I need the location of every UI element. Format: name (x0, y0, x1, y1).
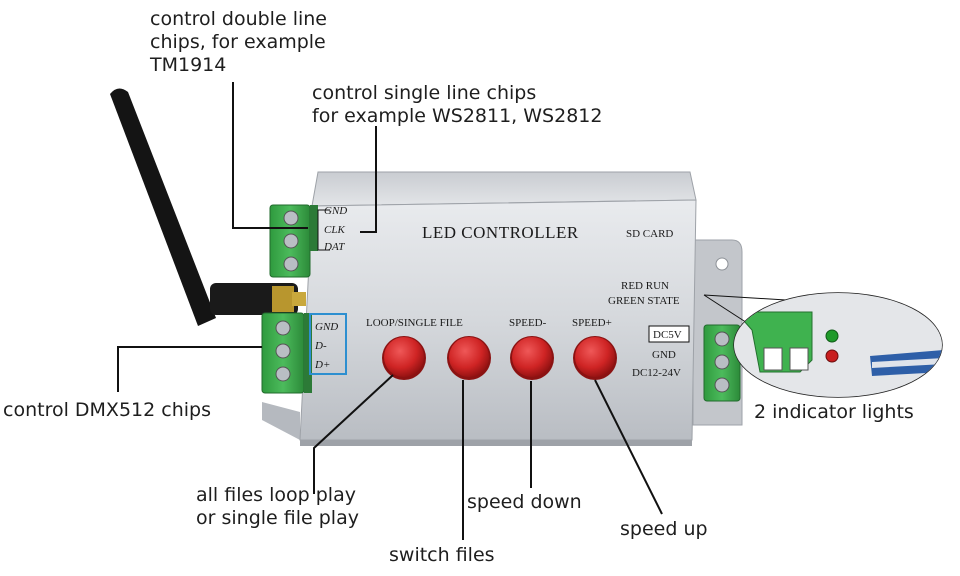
button-speed-up[interactable] (573, 336, 617, 380)
red-led-icon (825, 349, 839, 363)
green-led-icon (825, 329, 839, 343)
leader-speed-up (594, 379, 663, 515)
annotation-switch: switch files (389, 544, 495, 566)
terminal-label-gnd: GND (324, 205, 348, 217)
button-label-loop: LOOP/SINGLE FILE (366, 317, 463, 329)
terminal-label-clk: CLK (324, 224, 345, 236)
device-title: LED CONTROLLER (422, 223, 579, 242)
terminal-top (269, 204, 318, 278)
button-loop-single[interactable] (382, 336, 426, 380)
annotation-single-line: control single line chips for example WS… (312, 82, 603, 127)
power-label-gnd: GND (652, 349, 676, 361)
leader-loop (313, 374, 394, 494)
controller-case (262, 171, 697, 446)
indicator-zoom-inset (703, 292, 943, 398)
terminal-dmx (261, 312, 347, 394)
dmx-label-d-minus: D- (315, 340, 327, 352)
annotation-loop: all files loop play or single file play (196, 484, 359, 529)
leader-lines (117, 82, 663, 540)
indicator-label-red-run: RED RUN (621, 280, 669, 292)
button-label-speed-down: SPEED- (509, 317, 547, 329)
leader-dmx (117, 346, 262, 392)
sd-card-label: SD CARD (626, 228, 674, 240)
power-label-dc5v: DC5V (653, 329, 682, 341)
button-switch-file[interactable] (447, 336, 491, 380)
dmx-label-gnd: GND (315, 321, 339, 333)
terminal-label-dat: DAT (324, 241, 345, 253)
button-speed-down[interactable] (510, 336, 554, 380)
antenna (110, 88, 306, 326)
annotation-speed-up: speed up (620, 518, 708, 540)
annotation-indicators: 2 indicator lights (754, 401, 914, 423)
top-terminal-bracket (317, 209, 330, 251)
leader-double-line (232, 82, 308, 229)
terminal-power (703, 324, 741, 402)
power-label-range: DC12-24V (632, 367, 681, 379)
button-label-speed-up: SPEED+ (572, 317, 612, 329)
annotation-dmx: control DMX512 chips (3, 399, 211, 421)
power-label-box (648, 325, 690, 343)
annotation-double-line: control double line chips, for example T… (150, 8, 327, 76)
leader-single-line (360, 126, 377, 233)
indicator-label-green-state: GREEN STATE (608, 295, 680, 307)
dmx-label-d-plus: D+ (315, 359, 331, 371)
annotation-speed-down: speed down (467, 491, 582, 513)
